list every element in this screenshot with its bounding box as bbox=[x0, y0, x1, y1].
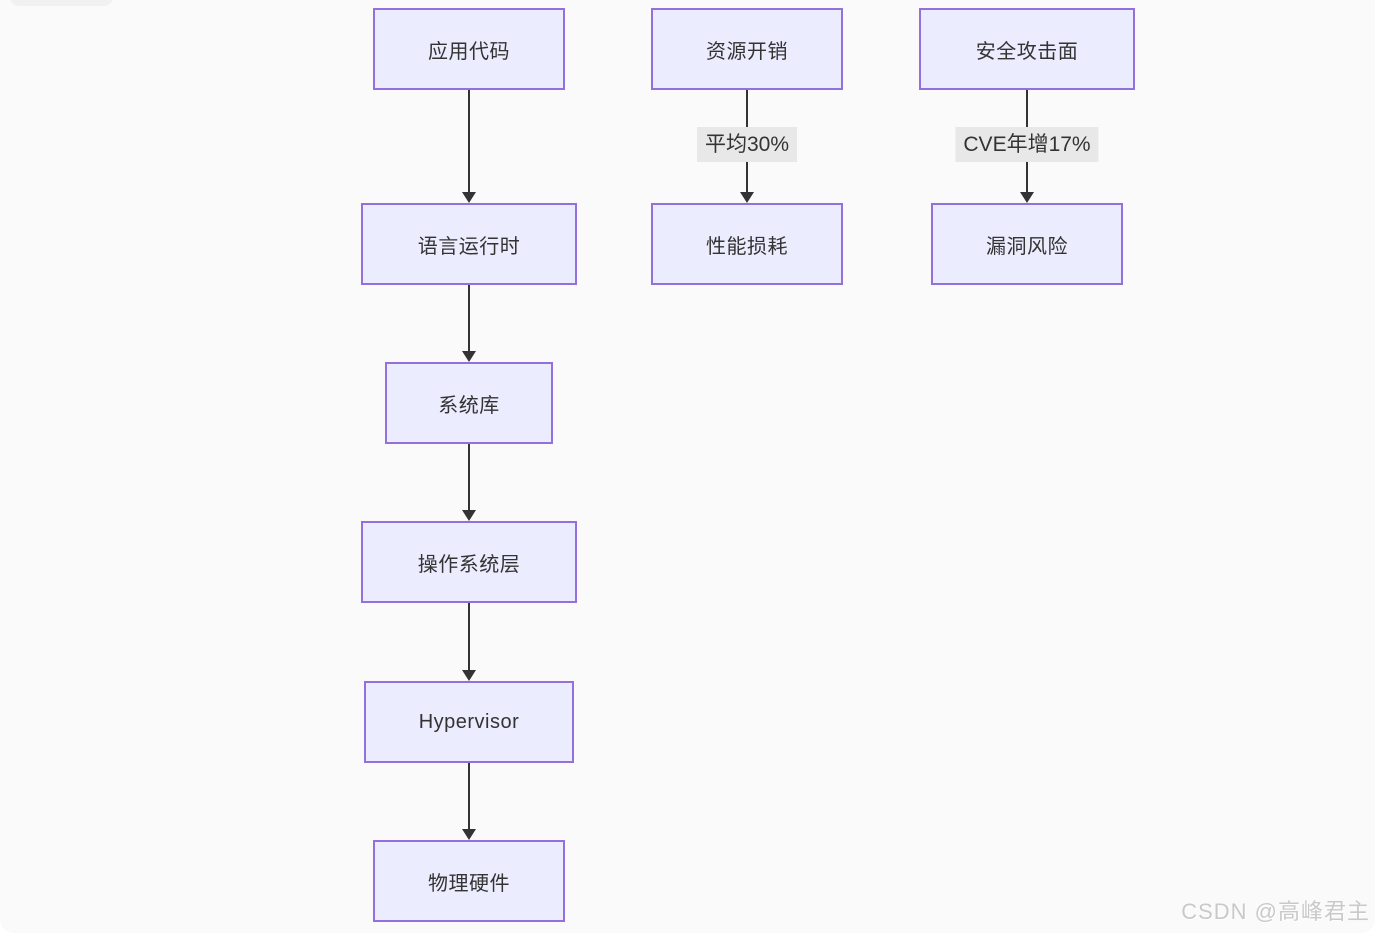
node-label: 漏洞风险 bbox=[986, 235, 1068, 258]
node-label: 安全攻击面 bbox=[975, 40, 1079, 63]
edge-line bbox=[468, 285, 470, 351]
edge-line bbox=[468, 444, 470, 510]
node-label: 性能损耗 bbox=[706, 235, 788, 258]
node-language-runtime: 语言运行时 bbox=[361, 203, 577, 285]
node-os-layer: 操作系统层 bbox=[361, 521, 577, 603]
arrow-head-icon bbox=[462, 829, 476, 840]
node-attack-surface: 安全攻击面 bbox=[919, 8, 1135, 90]
node-label: 语言运行时 bbox=[417, 235, 521, 258]
node-label: 操作系统层 bbox=[417, 553, 521, 576]
node-resource-overhead: 资源开销 bbox=[651, 8, 843, 90]
node-label: 系统库 bbox=[438, 394, 500, 417]
node-label: 资源开销 bbox=[706, 40, 788, 63]
node-app-code: 应用代码 bbox=[373, 8, 565, 90]
node-label: Hypervisor bbox=[418, 710, 520, 733]
edge-label-average-overhead: 平均30% bbox=[696, 127, 798, 163]
arrow-head-icon bbox=[462, 192, 476, 203]
arrow-head-icon bbox=[462, 351, 476, 362]
edge-line bbox=[468, 763, 470, 829]
watermark: CSDN @高峰君主 bbox=[1181, 899, 1370, 924]
edge-label-cve-growth: CVE年增17% bbox=[955, 127, 1099, 163]
node-hypervisor: Hypervisor bbox=[364, 681, 574, 763]
top-left-partial-pill bbox=[10, 0, 113, 6]
arrow-head-icon bbox=[462, 510, 476, 521]
node-label: 应用代码 bbox=[428, 40, 510, 63]
edge-line bbox=[468, 90, 470, 193]
edge-line bbox=[468, 603, 470, 670]
node-system-libraries: 系统库 bbox=[385, 362, 553, 444]
node-vulnerability-risk: 漏洞风险 bbox=[931, 203, 1123, 285]
arrow-head-icon bbox=[462, 670, 476, 681]
arrow-head-icon bbox=[1020, 192, 1034, 203]
arrow-head-icon bbox=[740, 192, 754, 203]
node-performance-loss: 性能损耗 bbox=[651, 203, 843, 285]
node-label: 物理硬件 bbox=[428, 872, 510, 895]
node-physical-hardware: 物理硬件 bbox=[373, 840, 565, 922]
